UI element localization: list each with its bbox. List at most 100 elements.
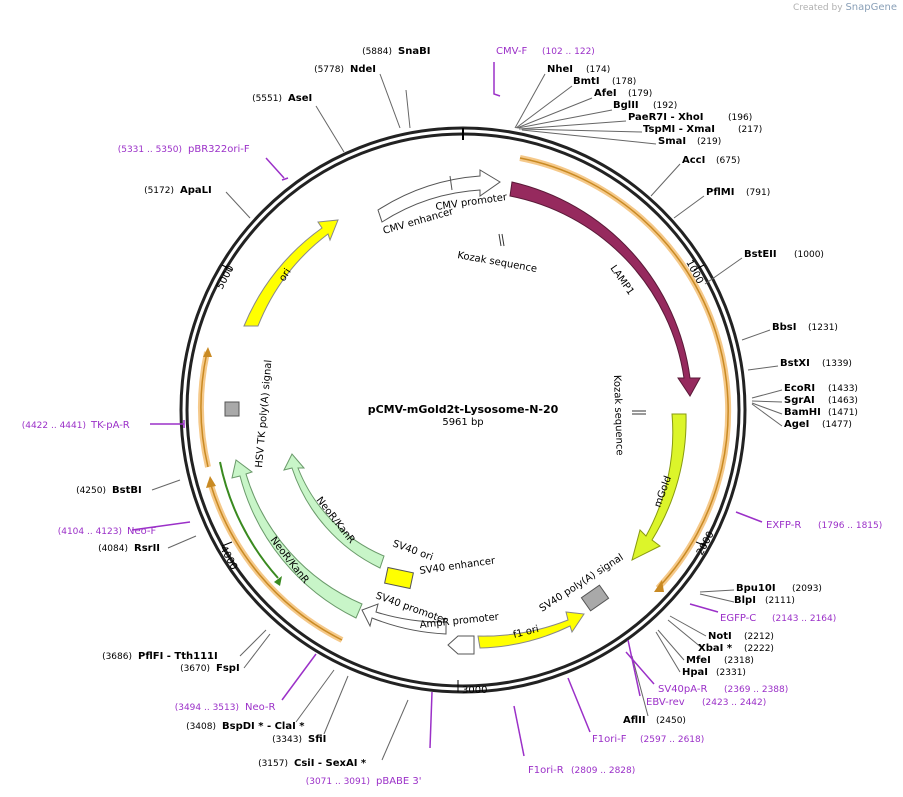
enzyme-name: CsiI - SexAI * bbox=[294, 758, 367, 769]
primer-name: F1ori-F bbox=[592, 734, 627, 745]
feature-ampr-promoter bbox=[447, 635, 475, 655]
enzyme-name: PaeR7I - XhoI bbox=[628, 112, 704, 123]
feature-label: SV40 poly(A) signal bbox=[538, 552, 626, 614]
enzyme-position: (2450) bbox=[656, 716, 686, 726]
primer-name: CMV-F bbox=[496, 46, 527, 57]
enzyme-position: (1000) bbox=[794, 250, 824, 260]
enzyme-position: (217) bbox=[738, 125, 762, 135]
enzyme-name: BstXI bbox=[780, 358, 810, 369]
enzyme-name: EcoRI bbox=[784, 383, 815, 394]
enzyme-position: (174) bbox=[586, 65, 610, 75]
primer-range: (2369 .. 2388) bbox=[724, 685, 788, 695]
enzyme-position: (179) bbox=[628, 89, 652, 99]
feature-f1-ori bbox=[477, 611, 585, 649]
primer-range: (102 .. 122) bbox=[542, 47, 595, 57]
enzyme-name: BglII bbox=[613, 100, 639, 111]
enzyme-position: (192) bbox=[653, 101, 677, 111]
feature-label: SV40 ori bbox=[391, 538, 434, 563]
primer-range: (2809 .. 2828) bbox=[571, 766, 635, 776]
enzyme-position: (3343) bbox=[272, 735, 302, 745]
neor-orf-arrowhead bbox=[274, 576, 282, 586]
feature-mgold bbox=[631, 413, 687, 561]
enzyme-name: SnaBI bbox=[398, 46, 430, 57]
enzyme-position: (2318) bbox=[724, 656, 754, 666]
enzyme-name: AccI bbox=[682, 155, 705, 166]
enzyme-position: (2212) bbox=[744, 632, 774, 642]
feature-label: Kozak sequence bbox=[611, 375, 625, 456]
enzyme-position: (5551) bbox=[252, 94, 282, 104]
enzyme-position: (1471) bbox=[828, 408, 858, 418]
enzyme-position: (791) bbox=[746, 188, 770, 198]
kozak-marks bbox=[498, 233, 646, 415]
enzyme-name: AflII bbox=[623, 715, 646, 726]
enzyme-name: BstEII bbox=[744, 249, 777, 260]
enzyme-name: RsrII bbox=[134, 543, 160, 554]
primer-name: pBR322ori-F bbox=[188, 144, 250, 155]
primer-name: EBV-rev bbox=[646, 697, 685, 708]
enzyme-name: AfeI bbox=[594, 88, 617, 99]
enzyme-name: AgeI bbox=[784, 419, 809, 430]
enzyme-position: (3670) bbox=[180, 664, 210, 674]
enzyme-position: (219) bbox=[697, 137, 721, 147]
enzyme-name: NheI bbox=[547, 64, 573, 75]
tick-3000: 3000 bbox=[462, 685, 487, 696]
enzyme-position: (4250) bbox=[76, 486, 106, 496]
enzyme-name: PflMI bbox=[706, 187, 734, 198]
enzyme-position: (178) bbox=[612, 77, 636, 87]
enzyme-position: (3686) bbox=[102, 652, 132, 662]
primer-range: (4422 .. 4441) bbox=[22, 421, 86, 431]
enzyme-name: BamHI bbox=[784, 407, 821, 418]
credit-prefix: Created by bbox=[793, 3, 843, 13]
primer-name: F1ori-R bbox=[528, 765, 564, 776]
primer-range: (3494 .. 3513) bbox=[175, 703, 239, 713]
enzyme-position: (1231) bbox=[808, 323, 838, 333]
enzyme-name: XbaI * bbox=[698, 643, 733, 654]
primer-range: (4104 .. 4123) bbox=[58, 527, 122, 537]
primer-name: pBABE 3' bbox=[376, 776, 422, 787]
primer-labels: CMV-F (102 .. 122) (5331 .. 5350) pBR322… bbox=[22, 46, 883, 787]
primer-range: (2143 .. 2164) bbox=[772, 614, 836, 624]
feature-hsv-tk-polya bbox=[224, 401, 240, 417]
snapgene-credit: Created by SnapGene bbox=[793, 2, 897, 13]
primer-name: TK-pA-R bbox=[90, 420, 130, 431]
enzyme-position: (2331) bbox=[716, 668, 746, 678]
enzyme-name: PflFI - Tth111I bbox=[138, 651, 218, 662]
enzyme-position: (1433) bbox=[828, 384, 858, 394]
feature-sv40-polya bbox=[580, 584, 610, 612]
feature-sv40-promoter bbox=[361, 603, 447, 635]
primer-range: (2423 .. 2442) bbox=[702, 698, 766, 708]
enzyme-labels: (5884) SnaBI (5778) NdeI (5551) AseI (51… bbox=[76, 46, 858, 769]
enzyme-name: FspI bbox=[216, 663, 240, 674]
enzyme-name: AseI bbox=[288, 93, 312, 104]
primer-range: (1796 .. 1815) bbox=[818, 521, 882, 531]
primer-name: EGFP-C bbox=[720, 613, 756, 624]
plasmid-name: pCMV-mGold2t-Lysosome-N-20 bbox=[368, 403, 559, 416]
enzyme-position: (3157) bbox=[258, 759, 288, 769]
enzyme-position: (1463) bbox=[828, 396, 858, 406]
feature-neor-inner bbox=[283, 453, 385, 569]
enzyme-position: (2111) bbox=[765, 596, 795, 606]
feature-cmv bbox=[377, 169, 501, 223]
enzyme-name: NotI bbox=[708, 631, 732, 642]
primer-name: Neo-F bbox=[127, 526, 157, 537]
feature-ori bbox=[243, 219, 339, 327]
feature-label: Kozak sequence bbox=[456, 250, 537, 275]
plasmid-size: 5961 bp bbox=[442, 417, 483, 428]
enzyme-name: SmaI bbox=[658, 136, 686, 147]
enzyme-position: (4084) bbox=[98, 544, 128, 554]
primer-range: (5331 .. 5350) bbox=[118, 145, 182, 155]
feature-neor-outer bbox=[231, 459, 363, 619]
enzyme-name: NdeI bbox=[350, 64, 376, 75]
enzyme-position: (1477) bbox=[822, 420, 852, 430]
enzyme-position: (675) bbox=[716, 156, 740, 166]
enzyme-name: SfiI bbox=[308, 734, 326, 745]
feature-lamp1 bbox=[509, 181, 701, 397]
enzyme-position: (5172) bbox=[144, 186, 174, 196]
enzyme-name: BlpI bbox=[734, 595, 756, 606]
tick-4000: 4000 bbox=[217, 544, 239, 572]
primer-leaders bbox=[131, 62, 763, 757]
enzyme-position: (1339) bbox=[822, 359, 852, 369]
enzyme-position: (196) bbox=[728, 113, 752, 123]
snapgene-logo: SnapGene bbox=[845, 2, 897, 13]
